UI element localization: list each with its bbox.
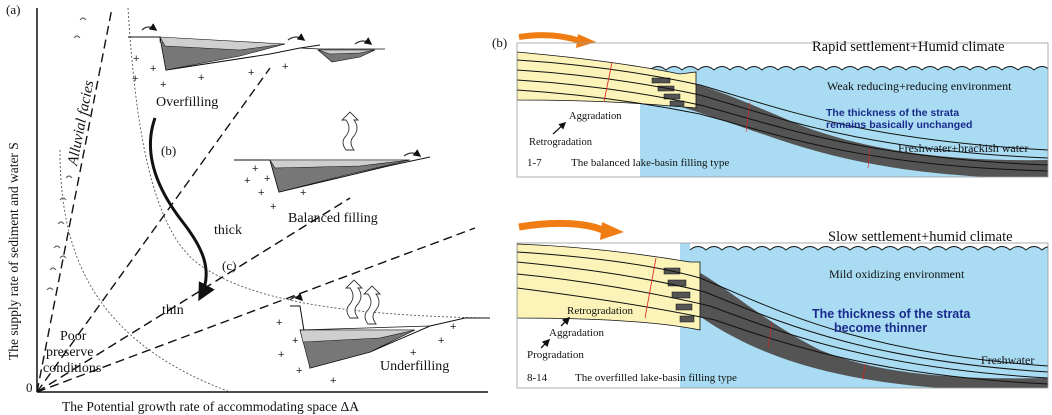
svg-text:+: + — [248, 67, 254, 79]
svg-text:+: + — [258, 187, 264, 199]
x-axis-label: The Potential growth rate of accommodati… — [62, 399, 359, 414]
wave-surface — [649, 66, 1048, 71]
svg-text:+: + — [410, 347, 416, 359]
thin-label: thin — [162, 303, 184, 318]
b2-aggradation: Aggradation — [549, 327, 604, 339]
b2-trend-arrow-icon-1 — [560, 316, 571, 327]
svg-text:+: + — [264, 173, 270, 185]
overfilling-section: + + + + + + + — [128, 23, 385, 91]
svg-text:+: + — [278, 349, 284, 361]
trend-arrow — [149, 117, 215, 302]
svg-text:+: + — [244, 175, 250, 187]
svg-text:+: + — [282, 61, 288, 73]
wave-surface — [689, 246, 1048, 251]
panel-b2-frame — [516, 242, 1049, 389]
svg-text:+: + — [160, 79, 166, 91]
balanced-boundary-line — [36, 197, 351, 393]
b1-thickness-2: remains basically unchanged — [826, 119, 972, 131]
svg-text:+: + — [292, 335, 298, 347]
marker-c: (c) — [222, 258, 236, 273]
dotted-curve-lower — [59, 149, 231, 393]
panel-a-label: (a) — [6, 2, 20, 17]
overfilling-boundary-line — [36, 67, 271, 393]
b2-retrogradation: Retrogradation — [567, 305, 633, 317]
panel-b-label: (b) — [492, 35, 507, 50]
b2-title: Slow settlement+humid climate — [828, 229, 1013, 245]
b2-thickness-2: become thinner — [834, 321, 927, 335]
panel-b1-frame — [516, 42, 1049, 178]
underfilling-label: Underfilling — [380, 359, 449, 374]
b1-aggradation: Aggradation — [569, 111, 622, 122]
svg-text:+: + — [198, 72, 204, 84]
b1-retrogradation: Retrogradation — [529, 137, 593, 148]
alluvial-boundary-line — [36, 7, 113, 393]
poor-label-1: Poor — [60, 329, 87, 344]
b1-filling-type: The balanced lake-basin filling type — [571, 157, 729, 169]
balanced-label: Balanced filling — [288, 211, 378, 226]
svg-text:+: + — [276, 317, 282, 329]
poor-label-2: preserve — [46, 345, 93, 360]
b1-environment: Weak reducing+reducing environment — [827, 79, 1012, 93]
svg-text:+: + — [270, 201, 276, 213]
underfilling-boundary-line — [36, 227, 476, 393]
svg-text:+: + — [450, 321, 456, 333]
panel-b2: Slow settlement+humid climate Mild oxidi… — [516, 219, 1049, 389]
panel-b1: (b) — [492, 32, 1049, 178]
poor-label-3: conditions — [43, 361, 101, 376]
evaporation-arrow-icon — [340, 111, 360, 151]
b1-title: Rapid settlement+Humid climate — [812, 39, 1005, 55]
svg-text:+: + — [252, 163, 258, 175]
b2-water: Freshwater — [981, 353, 1034, 367]
b2-progradation: Progradation — [527, 349, 584, 361]
svg-text:+: + — [133, 53, 139, 65]
svg-text:+: + — [438, 335, 444, 347]
underfilling-section: + + + + + + + + — [276, 279, 490, 387]
origin-label: 0 — [26, 380, 33, 395]
marker-b: (b) — [161, 143, 176, 158]
b1-water: Freshwater+brackish water — [898, 141, 1028, 155]
svg-text:+: + — [300, 187, 306, 199]
inflow-arrow-icon — [576, 34, 596, 48]
svg-text:+: + — [132, 73, 138, 85]
b2-thickness-1: The thickness of the strata — [812, 307, 971, 321]
svg-text:+: + — [330, 375, 336, 387]
balanced-section: +++ +++ — [234, 111, 431, 213]
evaporation-arrow-icon — [344, 279, 364, 319]
b1-sample-range: 1-7 — [527, 157, 542, 169]
b2-environment: Mild oxidizing environment — [829, 267, 965, 281]
y-axis-label: The supply rate of sediment and water S — [6, 142, 21, 360]
evaporation-arrow-icon — [362, 285, 382, 325]
alluvial-label: Alluvial facies — [65, 79, 97, 168]
svg-text:+: + — [150, 63, 156, 75]
b2-filling-type: The overfilled lake-basin filling type — [575, 372, 737, 384]
sand-body — [517, 243, 701, 331]
alluvial-hatching — [46, 17, 87, 291]
svg-text:+: + — [296, 365, 302, 377]
b2-sample-range: 8-14 — [527, 372, 548, 384]
mud-wedge — [680, 262, 1048, 388]
b1-thickness-1: The thickness of the strata — [826, 107, 959, 119]
inflow-arrow-icon — [600, 222, 624, 240]
b2-trend-arrow-icon-2 — [540, 338, 551, 349]
overfilling-label: Overfilling — [156, 95, 218, 110]
b1-trend-arrow-icon — [552, 122, 567, 135]
panel-a: +++ ++++ +++ +++ +++ — [6, 2, 490, 414]
thick-label: thick — [214, 223, 242, 238]
